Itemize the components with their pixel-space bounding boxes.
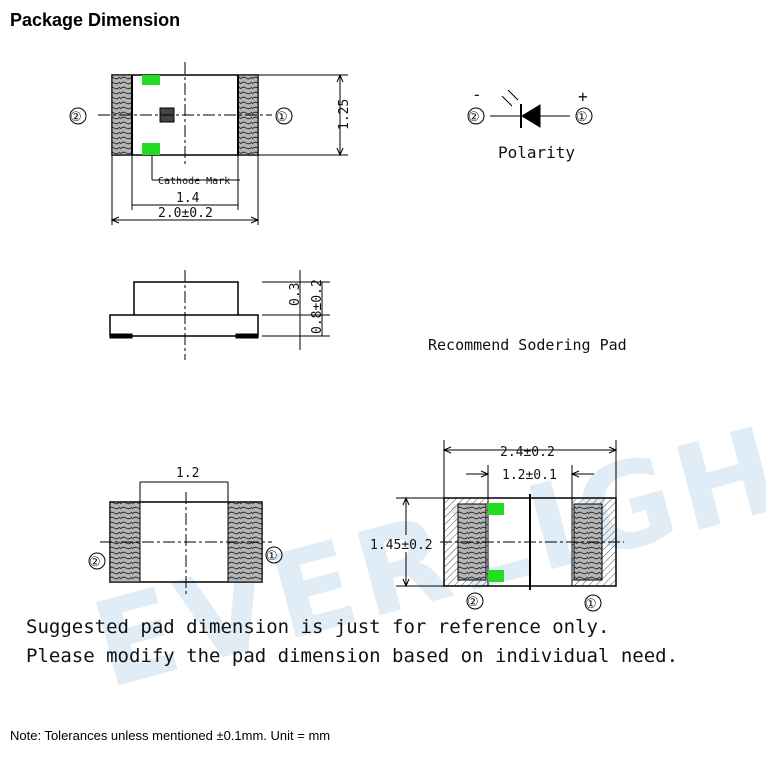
- pin2-label-pad: ②: [467, 595, 479, 610]
- minus-sign: -: [472, 85, 482, 104]
- dim-1-4: 1.4: [176, 191, 200, 206]
- pad-layout: [396, 440, 624, 612]
- side-view: [109, 270, 330, 360]
- pin1-label-bottom: ①: [266, 549, 278, 564]
- pin1-label-top: ①: [276, 110, 288, 125]
- top-view: [69, 62, 348, 225]
- suggestion-line-2: Please modify the pad dimension based on…: [26, 645, 678, 667]
- pin2-label-bottom: ②: [89, 555, 101, 570]
- page-title: Package Dimension: [10, 10, 181, 30]
- pad-green-mark-top: [488, 503, 504, 515]
- dim-1-45: 1.45±0.2: [370, 538, 433, 553]
- pad-green-mark-bottom: [488, 570, 504, 582]
- plus-sign: +: [578, 87, 588, 106]
- polarity-label: Polarity: [498, 143, 575, 162]
- dim-2-4: 2.4±0.2: [500, 445, 555, 460]
- dim-1-2: 1.2: [176, 466, 199, 481]
- dim-0-8: 0.8±0.2: [310, 279, 325, 334]
- cathode-mark-label: Cathode Mark: [158, 176, 230, 187]
- dim-2-0: 2.0±0.2: [158, 206, 213, 221]
- cathode-mark-bottom: [142, 143, 160, 155]
- pin2-label-polarity: ②: [468, 110, 480, 125]
- dim-1-2-tol: 1.2±0.1: [502, 468, 557, 483]
- dim-1-25: 1.25: [337, 99, 352, 130]
- bottom-view: [88, 481, 283, 595]
- dim-0-3: 0.3: [288, 283, 303, 306]
- recommend-pad-label: Recommend Sodering Pad: [428, 336, 627, 354]
- suggestion-line-1: Suggested pad dimension is just for refe…: [26, 616, 609, 638]
- tolerance-note: Note: Tolerances unless mentioned ±0.1mm…: [10, 728, 331, 743]
- cathode-mark-top: [142, 75, 160, 85]
- pin2-label-top: ②: [70, 110, 82, 125]
- pin1-label-pad: ①: [585, 597, 597, 612]
- pin1-label-polarity: ①: [576, 110, 588, 125]
- polarity-symbol: [467, 89, 593, 128]
